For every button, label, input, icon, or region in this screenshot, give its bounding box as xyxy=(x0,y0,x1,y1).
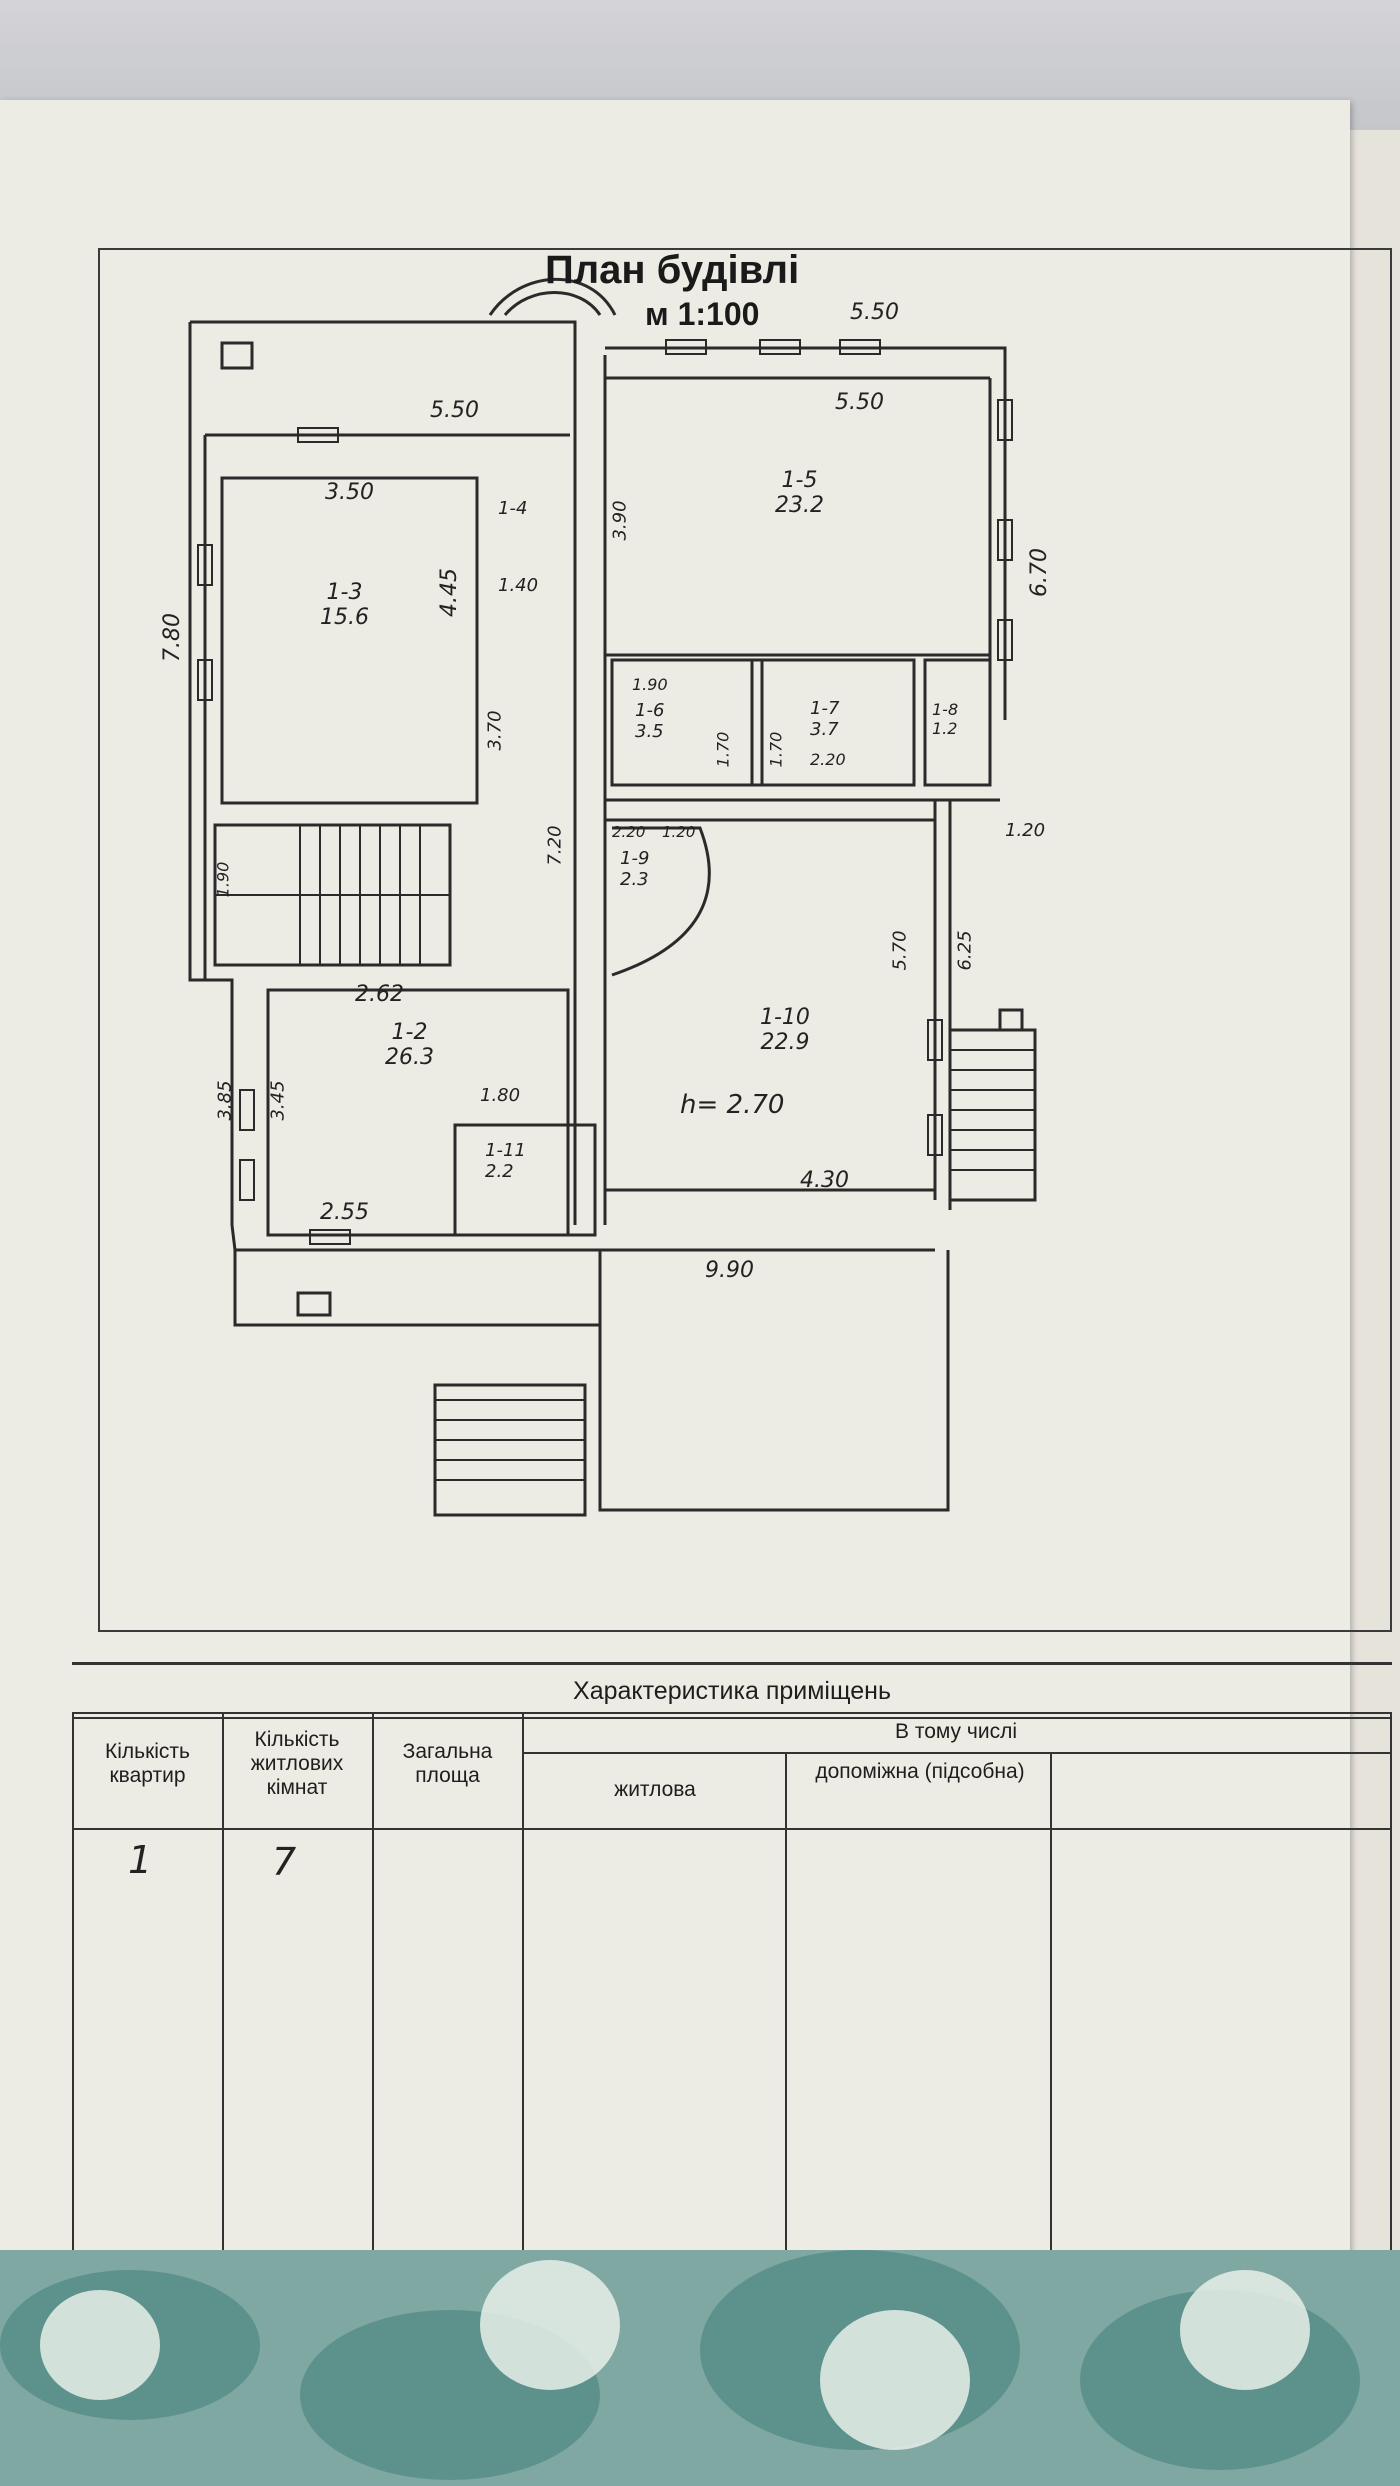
dimension-label: 2.20 xyxy=(810,750,846,769)
room-label: 1-6 3.5 xyxy=(635,700,664,742)
dimension-label: 5.50 xyxy=(430,398,479,423)
room-label: 1-10 22.9 xyxy=(760,1005,810,1055)
table-line xyxy=(1390,1712,1392,2280)
table-line xyxy=(522,1752,1392,1754)
table-line xyxy=(72,1828,1392,1830)
dimension-label: 2.62 xyxy=(355,982,404,1007)
window-marks xyxy=(197,339,1013,1245)
dimension-label: 1.90 xyxy=(213,861,233,898)
room-label: 1-2 26.3 xyxy=(385,1020,434,1070)
dimension-label: 1.70 xyxy=(713,731,733,768)
dimension-label: 9.90 xyxy=(705,1258,754,1283)
table-line xyxy=(72,1712,1392,1714)
dimension-label: 1.90 xyxy=(632,675,668,694)
table-line xyxy=(1050,1752,1052,2280)
room-id: 1-7 xyxy=(810,698,840,719)
dimension-label: 3.70 xyxy=(484,710,506,751)
room-id: 1-3 xyxy=(326,580,363,605)
dimension-label: 5.50 xyxy=(850,300,899,325)
document-page: План будівлі м 1:100 1-3 15.6 1-5 23.2 1… xyxy=(0,100,1392,2280)
header-apartments: Кількість квартир xyxy=(104,1740,190,1787)
room-id: 1-5 xyxy=(781,468,818,493)
floor-plan-drawing xyxy=(188,277,1037,1517)
room-id: 1-8 xyxy=(932,700,959,719)
fabric-background xyxy=(0,2250,1400,2486)
dimension-label: 3.45 xyxy=(267,1080,289,1121)
table-line xyxy=(222,1712,224,2280)
stair-treads xyxy=(215,825,1035,1481)
header-including: В тому числі xyxy=(894,1720,1017,1743)
plan-title: План будівлі xyxy=(545,248,800,292)
dimension-label: 5.70 xyxy=(889,930,911,971)
dimension-label: 7.20 xyxy=(544,825,566,866)
room-id: 1-4 xyxy=(498,498,528,519)
room-area: 2.3 xyxy=(620,869,649,890)
dimension-label: 1.20 xyxy=(1005,820,1046,841)
room-id: 1-9 xyxy=(620,848,650,869)
dimension-label: 1.80 xyxy=(480,1085,521,1106)
dimension-label: 3.85 xyxy=(214,1080,236,1121)
room-label: 1-3 15.6 xyxy=(320,580,369,630)
room-id: 1-11 xyxy=(485,1140,526,1161)
dimension-label: 6.70 xyxy=(1026,548,1052,597)
room-id: 1-6 xyxy=(635,700,665,721)
table-caption: Характеристика приміщень xyxy=(72,1662,1392,1719)
table-line xyxy=(72,1712,74,2280)
room-label: 1-4 xyxy=(498,498,527,519)
room-area: 22.9 xyxy=(760,1030,810,1055)
room-area: 1.2 xyxy=(932,719,958,738)
room-area: 26.3 xyxy=(385,1045,434,1070)
dimension-label: 1.20 xyxy=(662,823,696,841)
dimension-label: 2.55 xyxy=(320,1200,369,1225)
dimension-label: 2.20 xyxy=(612,823,646,841)
room-label: 1-5 23.2 xyxy=(775,468,824,518)
table-line xyxy=(372,1712,374,2280)
room-label: 1-11 2.2 xyxy=(485,1140,526,1182)
value-living-rooms: 7 xyxy=(272,1840,297,1884)
dimension-label: 4.45 xyxy=(436,568,462,617)
dimension-label: 3.50 xyxy=(325,480,374,505)
room-area: 23.2 xyxy=(775,493,824,518)
room-id: 1-2 xyxy=(391,1020,428,1045)
dimension-label: 1.70 xyxy=(766,731,786,768)
header-living-rooms: Кількість житлових кімнат xyxy=(250,1728,344,1799)
wall-lines xyxy=(188,277,1037,1517)
table-line xyxy=(522,1712,524,2280)
value-apartments: 1 xyxy=(128,1838,153,1882)
room-label: 1-9 2.3 xyxy=(620,848,649,890)
dimension-label: 5.50 xyxy=(835,390,884,415)
header-auxiliary: допоміжна (підсобна) xyxy=(815,1760,1025,1783)
dimension-label: 1.40 xyxy=(498,575,539,596)
room-label: 1-7 3.7 xyxy=(810,698,839,740)
plan-frame xyxy=(98,248,1392,1632)
dimension-label: 7.80 xyxy=(159,613,185,662)
dimension-label: 3.90 xyxy=(609,500,631,541)
table-line xyxy=(785,1752,787,2280)
room-area: 3.7 xyxy=(810,719,839,740)
dimension-label: 4.30 xyxy=(800,1168,849,1193)
plan-scale: м 1:100 xyxy=(645,296,760,332)
room-area: 15.6 xyxy=(320,605,369,630)
room-label: 1-8 1.2 xyxy=(932,700,958,738)
header-total-area: Загальна площа xyxy=(402,1740,493,1787)
room-area: 3.5 xyxy=(635,721,664,742)
height-note: h= 2.70 xyxy=(680,1090,785,1120)
room-area: 2.2 xyxy=(485,1161,514,1182)
dimension-label: 6.25 xyxy=(954,930,976,971)
header-living: житлова xyxy=(614,1778,696,1801)
room-id: 1-10 xyxy=(760,1005,810,1030)
